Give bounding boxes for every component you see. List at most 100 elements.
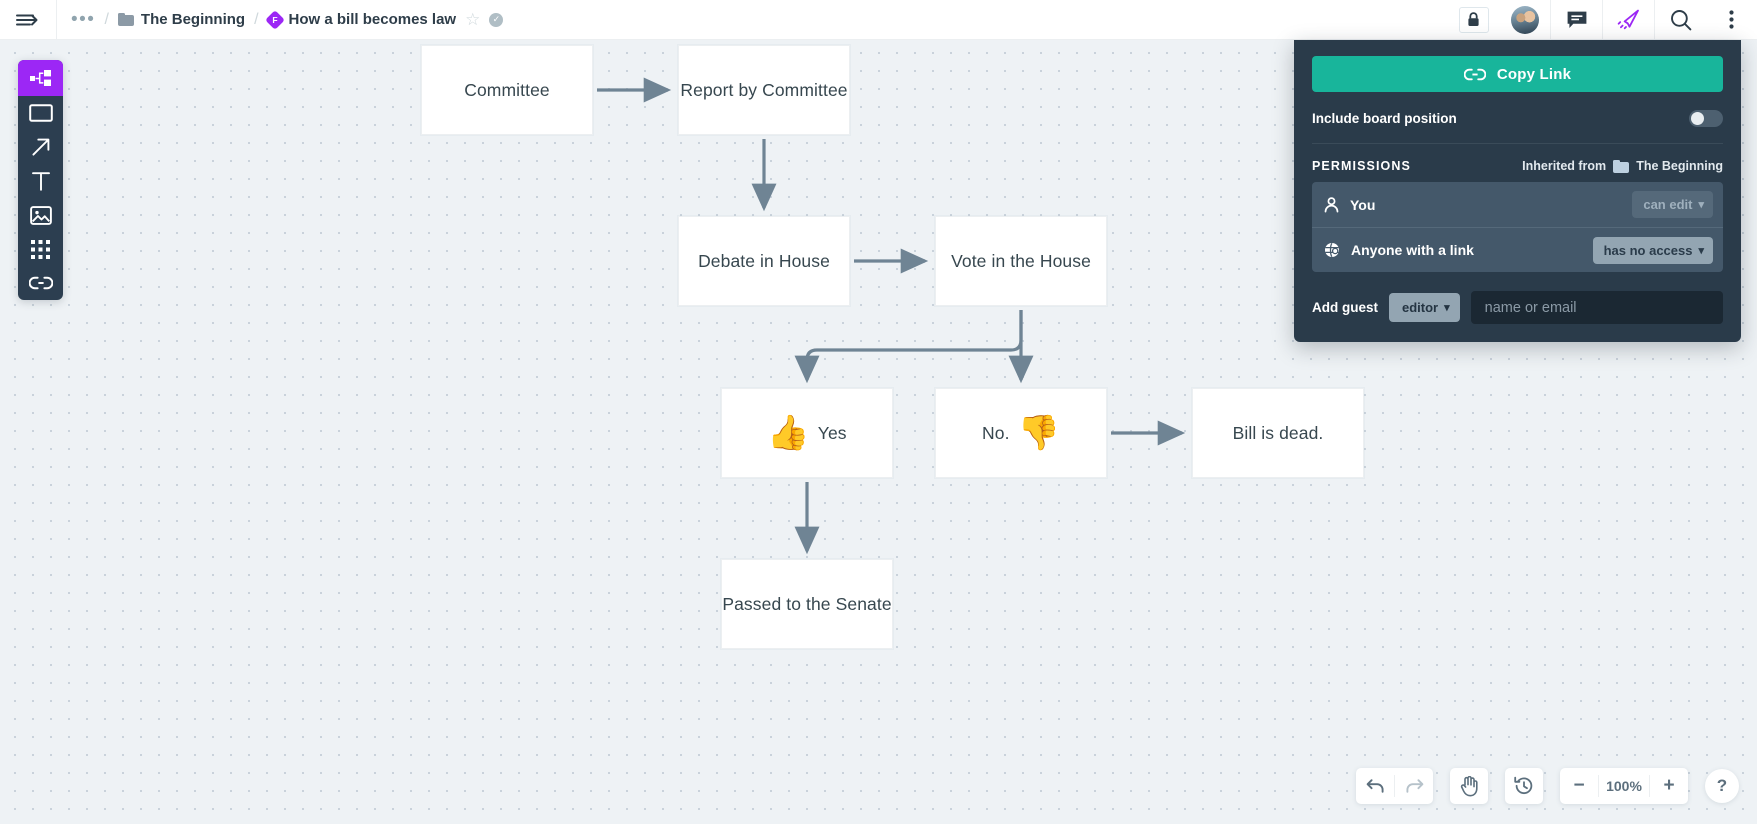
node-debate[interactable]: Debate in House bbox=[678, 216, 850, 306]
plus-icon: + bbox=[1663, 775, 1675, 796]
minus-icon: − bbox=[1573, 775, 1585, 796]
diamond-board-icon: F bbox=[264, 9, 285, 30]
top-bar: ••• / The Beginning / F How a bill becom… bbox=[0, 0, 1757, 40]
share-button[interactable] bbox=[1603, 0, 1654, 40]
person-icon bbox=[1324, 196, 1339, 212]
inherited-from: Inherited from The Beginning bbox=[1522, 159, 1723, 173]
bottom-toolbar: − 100% + ? bbox=[1356, 768, 1739, 804]
redo-button[interactable] bbox=[1395, 768, 1433, 804]
image-tool-icon[interactable] bbox=[18, 198, 63, 232]
toolbar-divider-2 bbox=[1602, 0, 1603, 40]
zoom-out-button[interactable]: − bbox=[1560, 768, 1598, 804]
include-board-position-row: Include board position bbox=[1312, 110, 1723, 127]
rectangle-tool-icon[interactable] bbox=[18, 96, 63, 130]
node-label: Bill is dead. bbox=[1232, 422, 1324, 443]
grid-tool-icon[interactable] bbox=[18, 232, 63, 266]
permission-subject: You bbox=[1324, 197, 1375, 213]
arrow-tool-icon[interactable] bbox=[18, 130, 63, 164]
board-tool-icon[interactable] bbox=[18, 60, 63, 96]
node-label: No. bbox=[982, 422, 1010, 443]
globe-icon bbox=[1325, 242, 1339, 258]
undo-button[interactable] bbox=[1356, 768, 1394, 804]
hand-tool-group bbox=[1450, 768, 1488, 804]
help-button[interactable]: ? bbox=[1705, 769, 1739, 803]
permission-access-value: can edit bbox=[1643, 197, 1693, 212]
node-dead[interactable]: Bill is dead. bbox=[1192, 388, 1364, 478]
folder-icon bbox=[1613, 159, 1630, 173]
node-vote[interactable]: Vote in the House bbox=[935, 216, 1107, 306]
zoom-in-button[interactable]: + bbox=[1650, 768, 1688, 804]
inherited-folder-name: The Beginning bbox=[1636, 159, 1723, 173]
link-icon bbox=[1463, 68, 1486, 80]
include-board-position-toggle[interactable] bbox=[1689, 110, 1723, 127]
connector-layer bbox=[597, 77, 1186, 555]
permission-access-select-you[interactable]: can edit ▾ bbox=[1632, 191, 1713, 218]
breadcrumb-separator: / bbox=[104, 10, 109, 28]
search-icon bbox=[1670, 9, 1691, 30]
more-options-button[interactable] bbox=[1706, 0, 1757, 40]
zoom-group: − 100% + bbox=[1560, 768, 1688, 804]
chevron-down-icon: ▾ bbox=[1444, 302, 1450, 314]
breadcrumb-item-folder[interactable]: The Beginning bbox=[117, 11, 246, 28]
history-group bbox=[1505, 768, 1543, 804]
comment-icon bbox=[1567, 11, 1586, 28]
node-label: Passed to the Senate bbox=[722, 593, 892, 614]
permissions-header: PERMISSIONS Inherited from The Beginning bbox=[1312, 159, 1723, 173]
node-label: Debate in House bbox=[698, 250, 830, 271]
top-bar-actions bbox=[1448, 0, 1757, 40]
add-guest-role-select[interactable]: editor ▾ bbox=[1389, 293, 1460, 322]
node-report[interactable]: Report by Committee bbox=[678, 45, 850, 135]
permission-subject: Anyone with a link bbox=[1324, 242, 1474, 258]
history-icon bbox=[1514, 776, 1533, 795]
permission-subject-label: You bbox=[1350, 196, 1376, 213]
copy-link-button[interactable]: Copy Link bbox=[1312, 56, 1723, 92]
link-tool-icon[interactable] bbox=[18, 266, 63, 300]
breadcrumb: ••• / The Beginning / F How a bill becom… bbox=[57, 10, 1448, 30]
copy-link-label: Copy Link bbox=[1496, 65, 1572, 83]
tool-rail bbox=[18, 60, 63, 300]
history-button[interactable] bbox=[1505, 768, 1543, 804]
user-avatar-button[interactable] bbox=[1499, 0, 1550, 40]
text-tool-icon[interactable] bbox=[18, 164, 63, 198]
breadcrumb-overflow-icon[interactable]: ••• bbox=[71, 8, 96, 30]
permission-row-anyone: Anyone with a link has no access ▾ bbox=[1312, 227, 1723, 272]
thumbs-down-icon: 👎 bbox=[1017, 414, 1060, 452]
add-guest-role-value: editor bbox=[1402, 300, 1439, 315]
breadcrumb-item-board[interactable]: F How a bill becomes law bbox=[264, 9, 456, 30]
share-plane-icon bbox=[1617, 9, 1639, 29]
avatar bbox=[1510, 5, 1539, 34]
inherited-prefix: Inherited from bbox=[1522, 159, 1607, 173]
toolbar-divider bbox=[1649, 775, 1650, 797]
add-guest-input[interactable] bbox=[1470, 291, 1723, 324]
permission-subject-label: Anyone with a link bbox=[1351, 242, 1474, 258]
permission-row-you: You can edit ▾ bbox=[1312, 182, 1723, 227]
node-label: Vote in the House bbox=[951, 250, 1091, 271]
undo-icon bbox=[1366, 779, 1384, 793]
node-committee[interactable]: Committee bbox=[421, 45, 593, 135]
share-panel: Copy Link Include board position PERMISS… bbox=[1294, 40, 1741, 342]
zoom-level[interactable]: 100% bbox=[1606, 778, 1642, 794]
node-label: Report by Committee bbox=[680, 79, 848, 100]
search-button[interactable] bbox=[1655, 0, 1706, 40]
star-icon[interactable]: ☆ bbox=[465, 9, 481, 29]
breadcrumb-folder-label: The Beginning bbox=[140, 11, 246, 28]
lock-icon bbox=[1458, 6, 1489, 33]
permission-access-value: has no access bbox=[1603, 242, 1693, 258]
folder-icon bbox=[117, 13, 134, 26]
breadcrumb-separator-2: / bbox=[254, 10, 259, 28]
comments-button[interactable] bbox=[1551, 0, 1602, 40]
chevron-down-icon: ▾ bbox=[1698, 199, 1704, 211]
lock-button[interactable] bbox=[1448, 0, 1499, 40]
more-vertical-icon bbox=[1729, 10, 1734, 29]
node-no[interactable]: No. 👎 bbox=[935, 388, 1107, 478]
include-board-position-label: Include board position bbox=[1312, 111, 1457, 126]
toolbar-divider bbox=[1598, 775, 1599, 797]
hand-tool-button[interactable] bbox=[1450, 768, 1488, 804]
menu-toggle-icon[interactable] bbox=[0, 0, 56, 40]
node-senate[interactable]: Passed to the Senate bbox=[721, 559, 893, 649]
panel-divider bbox=[1312, 143, 1723, 144]
permission-access-select-anyone[interactable]: has no access ▾ bbox=[1592, 236, 1713, 264]
node-yes[interactable]: 👍Yes bbox=[721, 388, 893, 478]
hand-tool-icon bbox=[1460, 775, 1478, 796]
